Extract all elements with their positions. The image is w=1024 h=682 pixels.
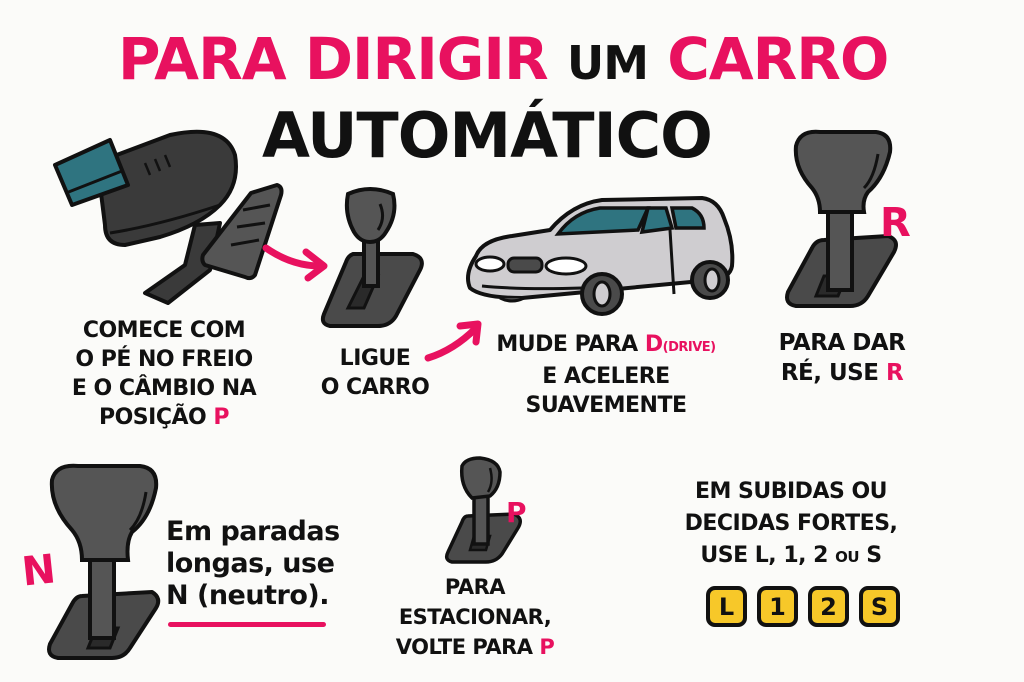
caption-line: PARA DAR	[778, 330, 906, 356]
caption-line: SUAVEMENTE	[525, 393, 688, 418]
title-part-3: CARRO	[667, 25, 889, 93]
gear-shifter-icon	[444, 456, 522, 564]
step-start-caption: LIGUE O CARRO	[320, 344, 430, 402]
page-title-line-2: AUTOMÁTICO	[262, 99, 713, 172]
caption-line: O PÉ NO FREIO	[75, 347, 253, 372]
title-part-2: UM	[566, 36, 649, 90]
underline-decoration	[168, 622, 326, 627]
caption-line: ESTACIONAR,	[398, 605, 552, 629]
caption-text: OU	[835, 548, 860, 566]
caption-text: POSIÇÃO	[98, 405, 207, 430]
caption-line: E O CÂMBIO NA	[71, 376, 257, 401]
caption-line: DECIDAS FORTES,	[684, 511, 898, 536]
step-park-caption: PARA ESTACIONAR, VOLTE PARA P	[390, 572, 560, 662]
caption-text: VOLTE PARA	[395, 635, 533, 659]
gear-highlight: P	[539, 635, 555, 659]
caption-line: LIGUE	[339, 346, 411, 371]
gear-shifter-icon	[47, 463, 161, 660]
step-neutral-caption: Em paradas longas, use N (neutro).	[166, 516, 340, 612]
caption-line: Em paradas	[166, 516, 340, 547]
step-brake-caption: COMECE COM O PÉ NO FREIO E O CÂMBIO NA P…	[64, 316, 264, 432]
caption-line: O CARRO	[320, 375, 430, 400]
caption-line: POSIÇÃO P	[64, 403, 264, 432]
gear-highlight: R	[885, 360, 904, 386]
foot-on-brake-icon	[53, 129, 284, 305]
car-icon	[466, 196, 735, 316]
caption-line: PARA	[444, 575, 506, 599]
step-reverse-caption: PARA DAR RÉ, USE R	[762, 328, 922, 388]
arrow-right-icon	[262, 244, 328, 282]
gear-highlight: D	[644, 332, 663, 357]
gear-note: (DRIVE)	[662, 340, 716, 355]
gear-label-r: R	[880, 200, 911, 246]
caption-line: E ACELERE	[542, 364, 670, 389]
gear-label-p: P	[506, 496, 527, 529]
gear-keys: L 1 2 S	[706, 586, 900, 627]
title-part-1: PARA DIRIGIR	[118, 25, 549, 93]
page-title-line-1: PARA DIRIGIR UM CARRO	[118, 30, 889, 90]
caption-line: COMECE COM	[82, 318, 246, 343]
caption-line: VOLTE PARA P	[390, 632, 560, 662]
caption-line: RÉ, USE R	[762, 358, 922, 388]
gear-key-1: 1	[757, 586, 798, 627]
gear-shifter-icon	[320, 187, 424, 328]
gear-key-s: S	[859, 586, 900, 627]
caption-line: longas, use	[166, 548, 335, 579]
caption-line: USE L, 1, 2 OU S	[676, 540, 906, 573]
caption-text: USE L, 1, 2	[700, 543, 828, 568]
caption-line: EM SUBIDAS OU	[694, 479, 888, 504]
caption-text: MUDE PARA	[496, 332, 638, 357]
caption-line: MUDE PARA D(DRIVE)	[486, 330, 726, 362]
gear-key-2: 2	[808, 586, 849, 627]
gear-shifter-icon	[785, 129, 898, 308]
caption-text: S	[866, 543, 882, 568]
gear-label-n: N	[19, 546, 58, 596]
arrow-up-right-icon	[424, 320, 482, 362]
gear-highlight: P	[213, 405, 230, 430]
step-drive-caption: MUDE PARA D(DRIVE) E ACELERE SUAVEMENTE	[486, 330, 726, 420]
gear-key-l: L	[706, 586, 747, 627]
caption-line: N (neutro).	[166, 580, 329, 611]
caption-text: RÉ, USE	[780, 360, 879, 386]
step-low-gear-caption: EM SUBIDAS OU DECIDAS FORTES, USE L, 1, …	[676, 476, 906, 573]
